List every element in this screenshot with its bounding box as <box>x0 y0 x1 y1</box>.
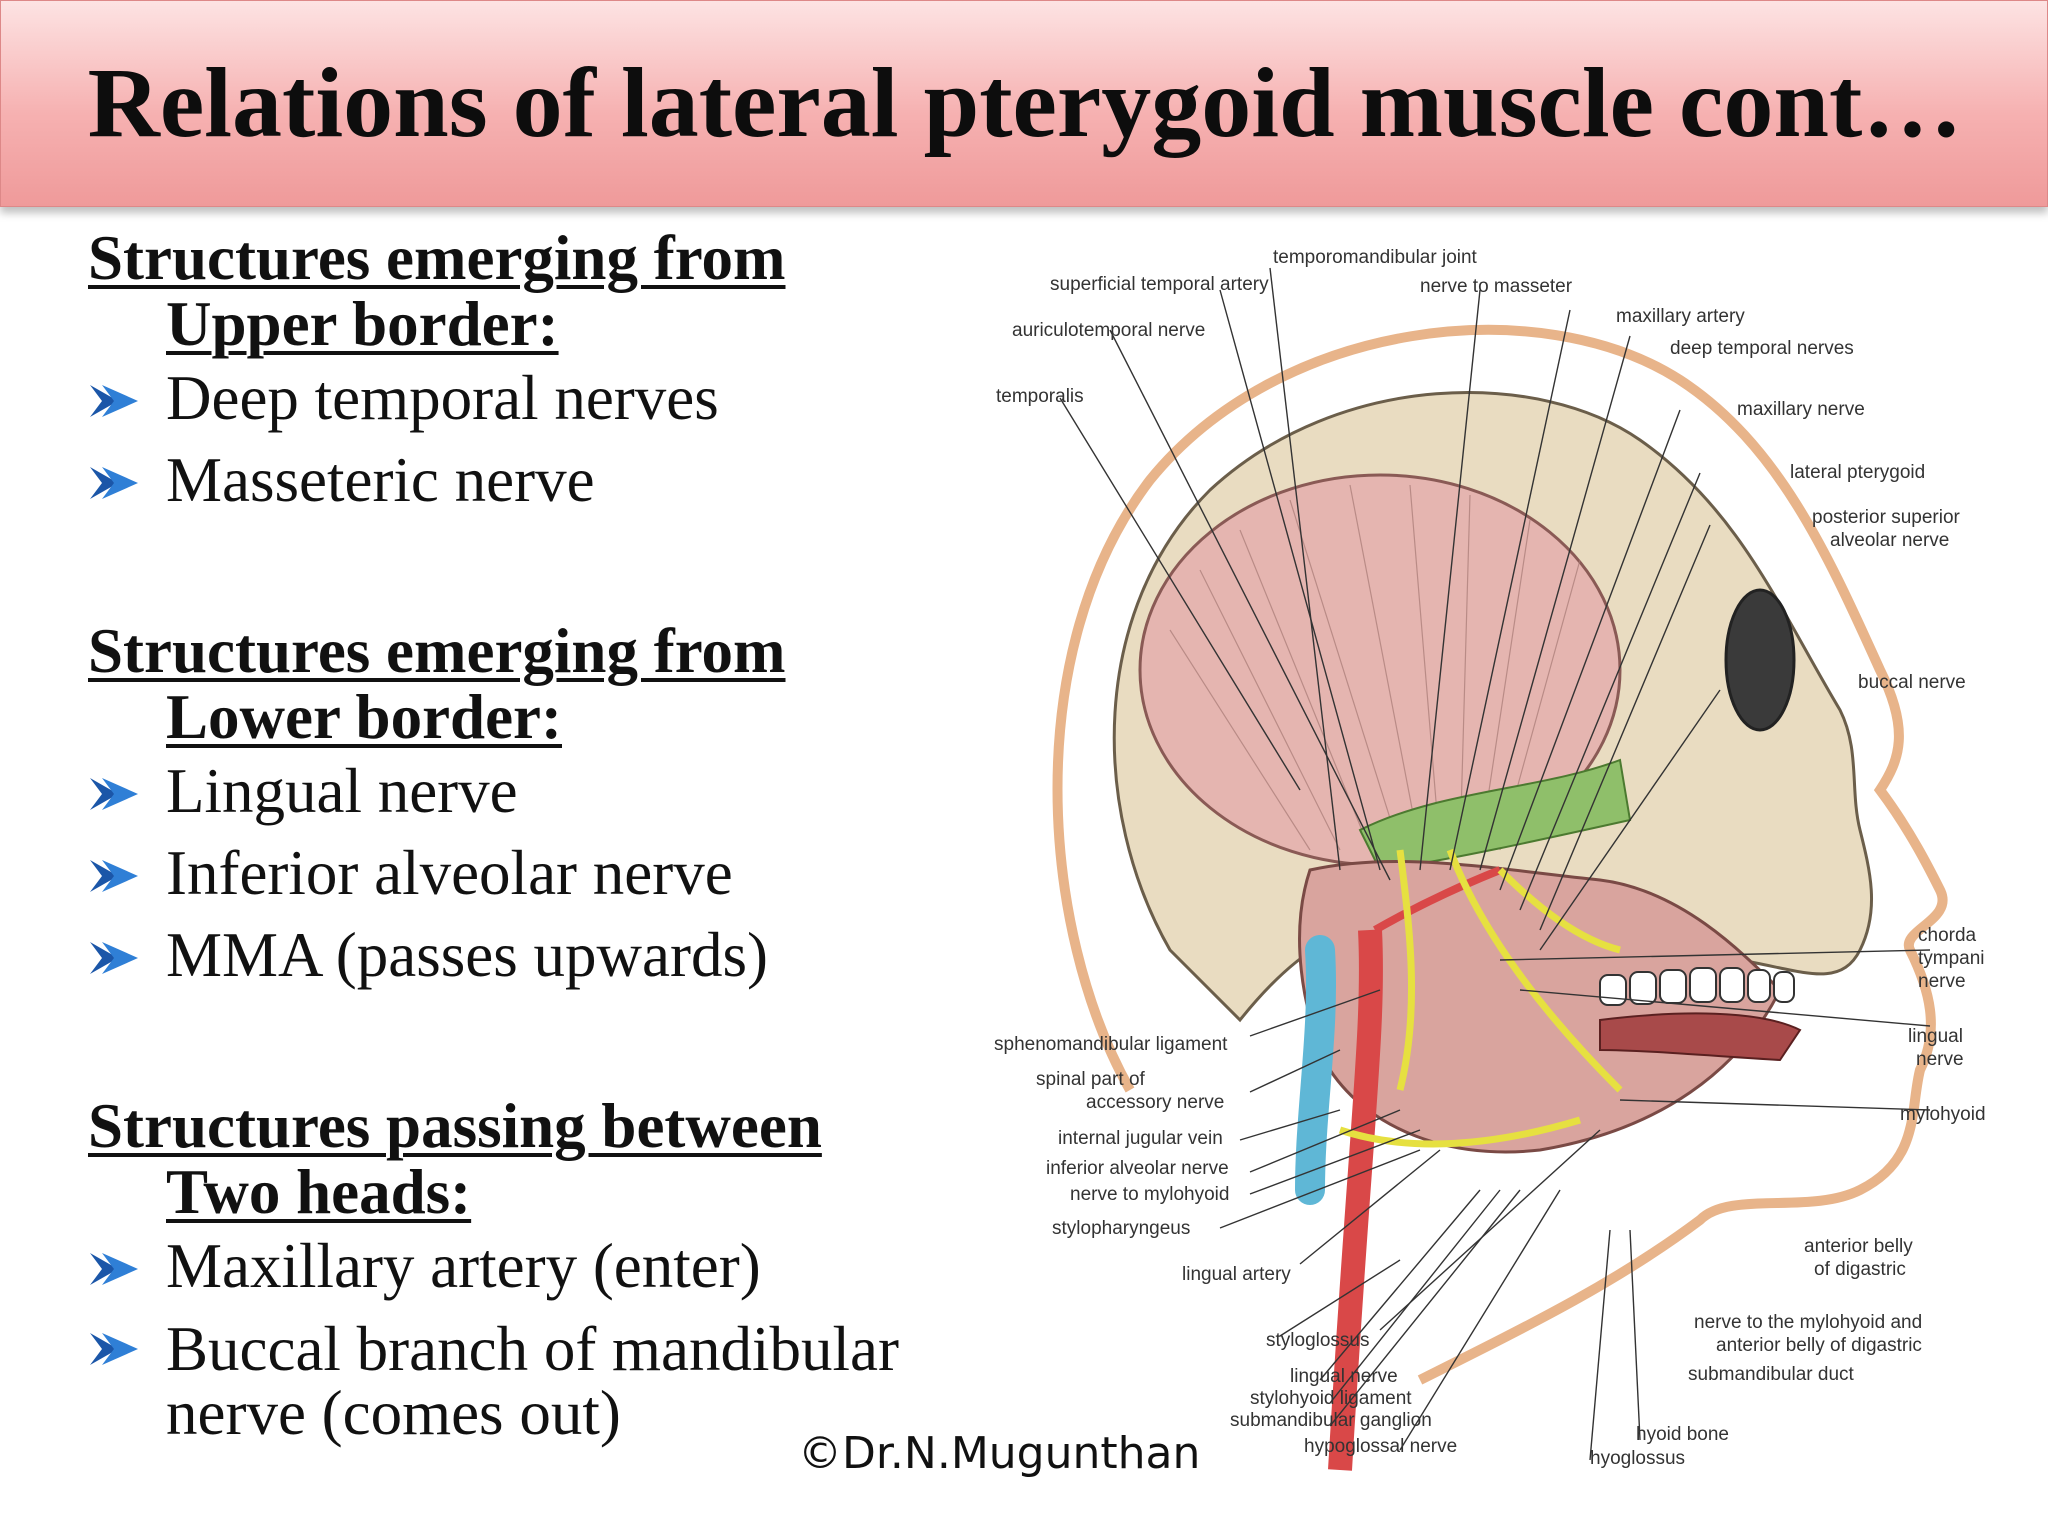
label-submandibular-ganglion: submandibular ganglion <box>1230 1410 1432 1431</box>
label-maxillary-nerve: maxillary nerve <box>1737 399 1865 420</box>
label-superficial-temporal-artery: superficial temporal artery <box>1050 274 1269 295</box>
bullet-item: Deep temporal nerves <box>88 357 786 439</box>
upper-teeth <box>1599 967 1795 1006</box>
carotid-artery <box>1328 929 1383 1471</box>
label-tympani: tympani <box>1918 948 1985 969</box>
label-of-digastric: of digastric <box>1814 1259 1906 1280</box>
label-posterior-superior: posterior superior <box>1812 507 1961 528</box>
bullet-item: Buccal branch of mandibular nerve (comes… <box>88 1307 899 1445</box>
label-anterior-belly: anterior belly <box>1804 1236 1913 1257</box>
label-lingual-artery: lingual artery <box>1182 1264 1291 1285</box>
slide-title: Relations of lateral pterygoid muscle co… <box>87 47 1963 158</box>
label-inferior-alveolar-nerve: inferior alveolar nerve <box>1046 1158 1229 1179</box>
skin-outline <box>1052 324 1948 1385</box>
label-nerve-to-mylohyoid: nerve to mylohyoid <box>1070 1184 1229 1205</box>
bullet-text-continued: nerve (comes out) <box>166 1378 621 1448</box>
section-heading: Structures emerging from Upper border: <box>88 225 786 357</box>
label-sphenomandibular-ligament: sphenomandibular ligament <box>994 1034 1228 1055</box>
label-temporomandibular-joint: temporomandibular joint <box>1273 247 1478 268</box>
section-heading-line-1: Structures emerging from <box>88 616 786 686</box>
arrow-bullet-icon <box>90 1333 138 1365</box>
label-lingual-nerve-right: nerve <box>1916 1049 1964 1070</box>
leader-lines <box>1059 267 1931 1461</box>
section-two-heads: Structures passing between Two heads: Ma… <box>88 1093 899 1445</box>
title-banner: Relations of lateral pterygoid muscle co… <box>0 0 2048 207</box>
label-styloglossus: styloglossus <box>1266 1330 1370 1351</box>
section-heading-line-1: Structures passing between <box>88 1091 822 1161</box>
maxillary-artery-path <box>1373 866 1502 934</box>
label-lateral-pterygoid: lateral pterygoid <box>1790 462 1925 483</box>
label-hyoglossus: hyoglossus <box>1590 1448 1685 1469</box>
section-heading: Structures emerging from Lower border: <box>88 618 786 750</box>
arrow-bullet-icon <box>90 1253 138 1285</box>
bullet-text: Inferior alveolar nerve <box>166 838 733 908</box>
head-anatomy-illustration: temporomandibular joint superficial temp… <box>994 247 1986 1471</box>
section-heading: Structures passing between Two heads: <box>88 1093 899 1225</box>
label-lingual: lingual <box>1908 1026 1963 1047</box>
section-heading-line-2: Lower border: <box>166 682 562 752</box>
arrow-bullet-icon <box>90 467 138 499</box>
label-temporalis: temporalis <box>996 386 1084 407</box>
section-heading-line-2: Two heads: <box>166 1157 472 1227</box>
section-upper-border: Structures emerging from Upper border: D… <box>88 225 786 521</box>
label-internal-jugular-vein: internal jugular vein <box>1058 1128 1223 1149</box>
bullet-item: Masseteric nerve <box>88 439 786 521</box>
arrow-bullet-icon <box>90 942 138 974</box>
label-spinal-part-of: spinal part of <box>1036 1069 1146 1090</box>
label-deep-temporal-nerves: deep temporal nerves <box>1670 338 1854 359</box>
copyright-notice: ©Dr.N.Mugunthan <box>798 1428 1201 1479</box>
label-maxillary-artery: maxillary artery <box>1616 306 1745 327</box>
bullet-text: Maxillary artery (enter) <box>166 1231 761 1301</box>
section-lower-border: Structures emerging from Lower border: L… <box>88 618 786 996</box>
label-anterior-belly-of-digastric: anterior belly of digastric <box>1716 1335 1922 1356</box>
bullet-text: MMA (passes upwards) <box>166 920 768 990</box>
label-auriculotemporal-nerve: auriculotemporal nerve <box>1012 320 1205 341</box>
label-stylohyoid-ligament: stylohyoid ligament <box>1250 1388 1412 1409</box>
label-submandibular-duct: submandibular duct <box>1688 1364 1855 1385</box>
bullet-item: MMA (passes upwards) <box>88 914 786 996</box>
section-heading-line-2: Upper border: <box>166 289 559 359</box>
label-nerve-to-masseter: nerve to masseter <box>1420 276 1573 297</box>
label-mylohyoid: mylohyoid <box>1900 1104 1986 1125</box>
label-nerve-to-the-mylohyoid: nerve to the mylohyoid and <box>1694 1312 1922 1333</box>
label-stylopharyngeus: stylopharyngeus <box>1052 1218 1190 1239</box>
bullet-text: Deep temporal nerves <box>166 363 719 433</box>
bullet-text: Masseteric nerve <box>166 445 595 515</box>
label-buccal-nerve: buccal nerve <box>1858 672 1966 693</box>
internal-jugular-vein <box>1295 935 1337 1205</box>
label-chorda-nerve: nerve <box>1918 971 1966 992</box>
bullet-text: Lingual nerve <box>166 756 518 826</box>
label-alveolar-nerve: alveolar nerve <box>1830 530 1949 551</box>
bullet-item: Inferior alveolar nerve <box>88 832 786 914</box>
bullet-item: Maxillary artery (enter) <box>88 1225 899 1307</box>
section-heading-line-1: Structures emerging from <box>88 223 786 293</box>
label-lingual-nerve-bottom: lingual nerve <box>1290 1366 1398 1387</box>
arrow-bullet-icon <box>90 385 138 417</box>
bullet-item: Lingual nerve <box>88 750 786 832</box>
arrow-bullet-icon <box>90 860 138 892</box>
bullet-text: Buccal branch of mandibular <box>166 1314 899 1384</box>
orbit <box>1724 588 1796 732</box>
arrow-bullet-icon <box>90 778 138 810</box>
label-chorda: chorda <box>1918 925 1977 946</box>
label-hyoid-bone: hyoid bone <box>1636 1424 1729 1445</box>
tongue <box>1599 1012 1802 1062</box>
label-accessory-nerve: accessory nerve <box>1086 1092 1224 1113</box>
label-hypoglossal-nerve: hypoglossal nerve <box>1304 1436 1457 1457</box>
